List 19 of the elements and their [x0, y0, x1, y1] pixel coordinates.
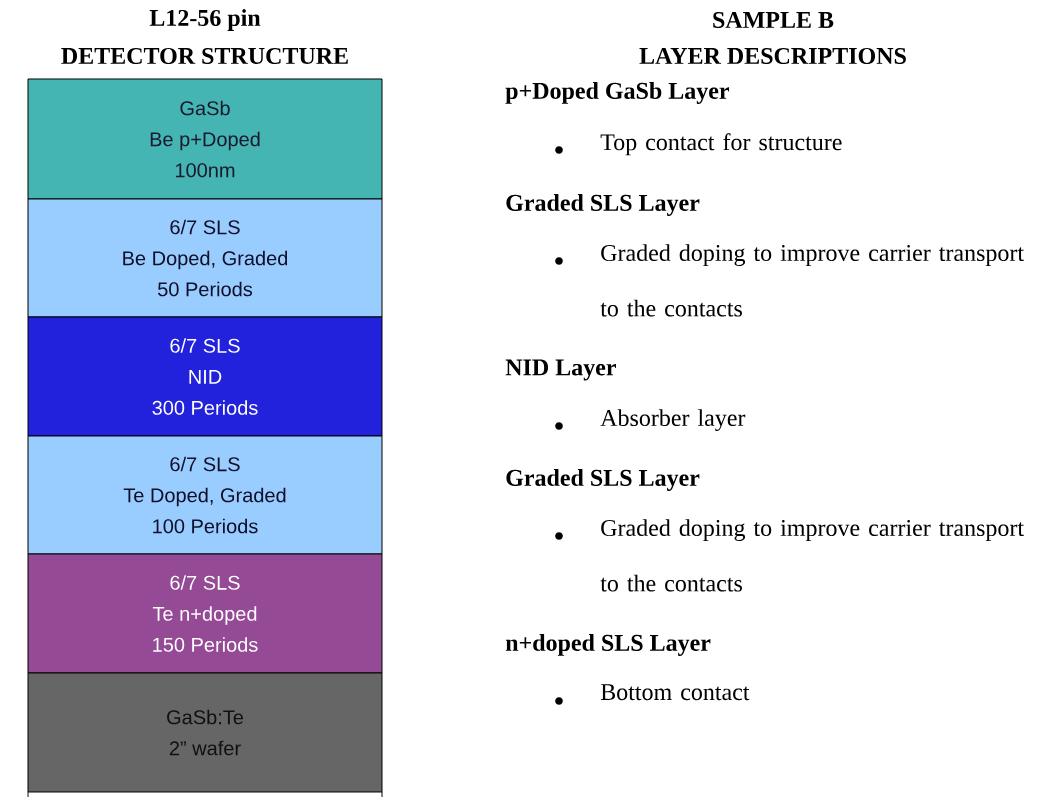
layer-band: GaSb Be p+Doped 100nm: [27, 78, 383, 200]
layer-heading: Graded SLS Layer: [506, 469, 700, 491]
layer-description: Graded doping to improve carrier transport to the contacts: [600, 244, 1024, 317]
layer-band: 6/7 SLS Te n+doped 150 Periods: [27, 553, 383, 674]
layer-description: Bottom contact: [600, 684, 750, 701]
layer-heading: p+Doped GaSb Layer: [505, 82, 730, 104]
heading: SAMPLE B: [713, 11, 834, 29]
layer-band: GaSb:Te 2” wafer: [27, 672, 383, 793]
layer-heading: Graded SLS Layer: [506, 194, 700, 216]
layer-heading: NID Layer: [505, 359, 616, 381]
layer-description: Absorber layer: [600, 409, 746, 431]
layer-band: 6/7 SLS Be Doped, Graded 50 Periods: [27, 198, 383, 318]
layer-heading: n+doped SLS Layer: [505, 634, 711, 656]
layer-description: Graded doping to improve carrier transport to the contacts: [600, 519, 1024, 592]
layer-description: Top contact for structure: [600, 133, 842, 156]
heading: L12-56 pin: [149, 9, 261, 31]
layer-band: 6/7 SLS Te Doped, Graded 100 Periods: [27, 435, 383, 555]
layer-band: 6/7 SLS NID 300 Periods: [27, 316, 383, 437]
heading: LAYER DESCRIPTIONS: [639, 47, 906, 65]
